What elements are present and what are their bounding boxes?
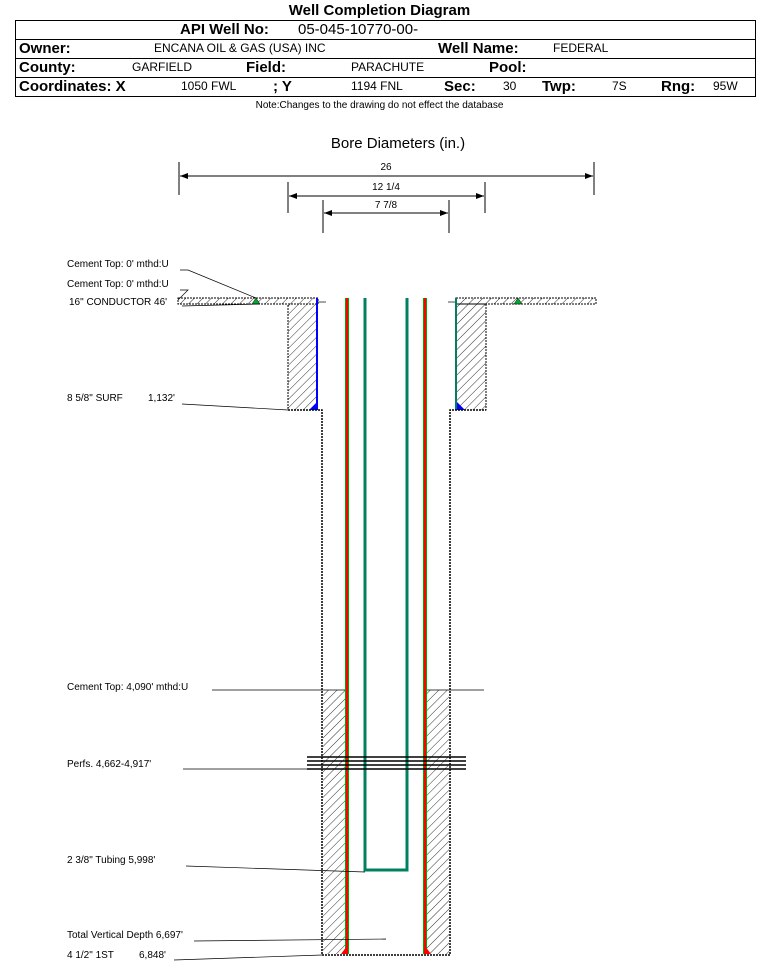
sec-value: 30 bbox=[503, 79, 517, 93]
rng-value: 95W bbox=[713, 79, 738, 93]
cement-top-label-1: Cement Top: 0' mthd:U bbox=[67, 259, 169, 270]
tubing bbox=[363, 298, 409, 872]
twp-label: Twp: bbox=[542, 78, 576, 95]
api-value: 05-045-10770-00- bbox=[298, 21, 419, 38]
coord-x-value: 1050 FWL bbox=[181, 79, 237, 93]
production-casing-label: 4 1/2" 1ST bbox=[67, 950, 114, 961]
diameter-7-7-8: 7 7/8 bbox=[375, 200, 398, 211]
surface-casing-label: 8 5/8" SURF bbox=[67, 393, 123, 404]
tvd-label: Total Vertical Depth 6,697' bbox=[67, 930, 183, 941]
pool-label: Pool: bbox=[489, 59, 527, 76]
leader-lines bbox=[173, 269, 387, 961]
well-name-label: Well Name: bbox=[438, 40, 519, 57]
owner-label: Owner: bbox=[19, 40, 71, 57]
diameter-12-1-4: 12 1/4 bbox=[372, 182, 400, 193]
note-text: Note:Changes to the drawing do not effec… bbox=[255, 100, 504, 111]
field-label: Field: bbox=[246, 59, 286, 76]
production-cement bbox=[323, 689, 484, 954]
owner-value: ENCANA OIL & GAS (USA) INC bbox=[154, 41, 326, 55]
surface-casing-depth: 1,132' bbox=[148, 393, 175, 404]
perfs-label: Perfs. 4,662-4,917' bbox=[67, 759, 151, 770]
owner-row: Owner: ENCANA OIL & GAS (USA) INC Well N… bbox=[16, 39, 755, 58]
conductor-label: 16" CONDUCTOR 46' bbox=[69, 297, 167, 308]
coordinates-row: Coordinates: X 1050 FWL ; Y 1194 FNL Sec… bbox=[16, 77, 755, 96]
county-label: County: bbox=[19, 59, 76, 76]
coord-y-value: 1194 FNL bbox=[351, 79, 403, 93]
bore-title: Bore Diameters (in.) bbox=[331, 135, 465, 152]
rng-label: Rng: bbox=[661, 78, 696, 95]
well-info-table: API Well No: 05-045-10770-00- Owner: ENC… bbox=[15, 20, 756, 97]
cement-top-label-2: Cement Top: 0' mthd:U bbox=[67, 279, 169, 290]
county-value: GARFIELD bbox=[132, 60, 193, 74]
production-casing bbox=[341, 298, 431, 954]
twp-value: 7S bbox=[612, 79, 627, 93]
dimension-lines bbox=[178, 162, 595, 233]
cement-top-label-3: Cement Top: 4,090' mthd:U bbox=[67, 682, 188, 693]
coord-x-label: Coordinates: X bbox=[19, 78, 126, 95]
well-name-value: FEDERAL bbox=[553, 41, 609, 55]
api-label: API Well No: bbox=[180, 21, 269, 38]
tubing-label: 2 3/8" Tubing 5,998' bbox=[67, 855, 155, 866]
production-casing-depth: 6,848' bbox=[139, 950, 166, 961]
conductor bbox=[177, 297, 597, 305]
surface-hole bbox=[287, 298, 487, 956]
page-title: Well Completion Diagram bbox=[288, 2, 471, 19]
diameter-26: 26 bbox=[380, 162, 392, 173]
field-value: PARACHUTE bbox=[351, 60, 425, 74]
api-row: API Well No: 05-045-10770-00- bbox=[16, 21, 755, 39]
sec-label: Sec: bbox=[444, 78, 476, 95]
county-row: County: GARFIELD Field: PARACHUTE Pool: bbox=[16, 58, 755, 77]
coord-y-label: ; Y bbox=[273, 78, 292, 95]
